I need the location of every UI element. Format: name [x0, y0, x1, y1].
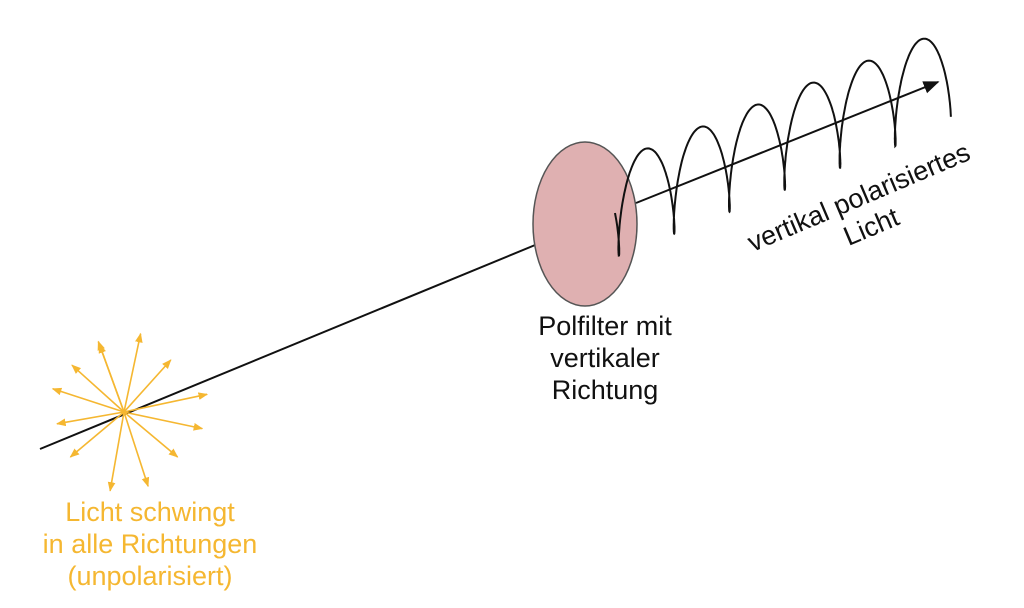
unpolarized-light-label: Licht schwingt in alle Richtungen (unpol…: [0, 496, 300, 592]
unpolarized-ray: [124, 412, 202, 429]
filter-label-line-3: Richtung: [490, 374, 720, 406]
unpolarized-ray: [53, 389, 124, 412]
unpolarized-label-line-1: Licht schwingt: [0, 496, 300, 528]
unpolarized-ray: [124, 334, 141, 412]
polarizing-filter: [533, 142, 637, 306]
filter-label-line-2: vertikaler: [490, 342, 720, 374]
unpolarized-ray: [110, 412, 124, 491]
incoming-beam-line: [40, 243, 540, 449]
unpolarized-label-line-3: (unpolarisiert): [0, 560, 300, 592]
unpolarized-ray: [70, 412, 124, 457]
polarizing-filter-label: Polfilter mit vertikaler Richtung: [490, 310, 720, 406]
filter-label-line-1: Polfilter mit: [490, 310, 720, 342]
unpolarized-label-line-2: in alle Richtungen: [0, 528, 300, 560]
